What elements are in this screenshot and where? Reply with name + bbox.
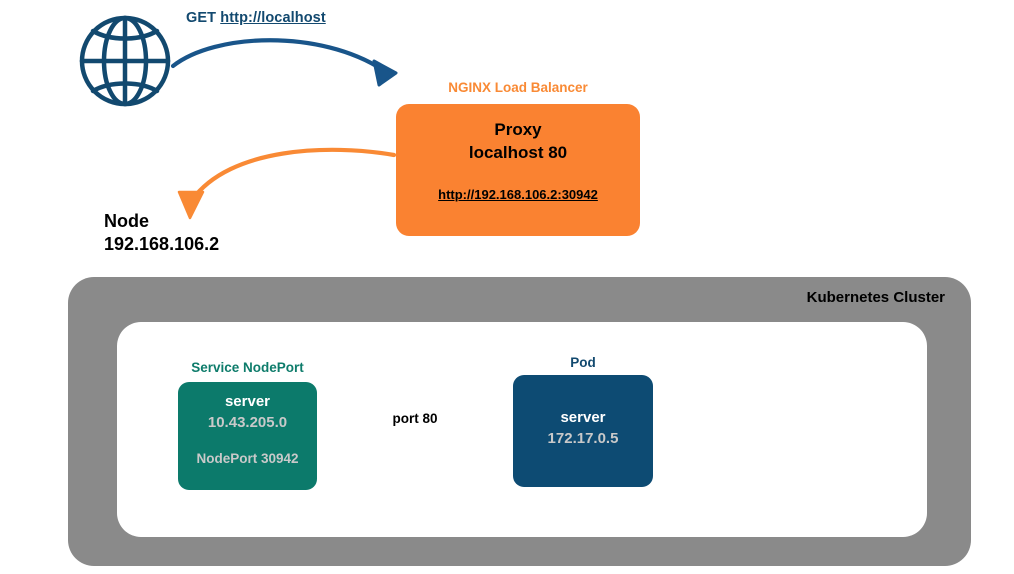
nginx-upstream-url: http://192.168.106.2:30942 [438, 187, 598, 202]
service-nodeport-box: server 10.43.205.0 NodePort 30942 [178, 382, 317, 490]
service-ip: 10.43.205.0 [207, 414, 288, 431]
nginx-binding: localhost 80 [468, 143, 568, 162]
request-method: GET [186, 10, 217, 26]
nginx-box-content: Proxy localhost 80 http://192.168.106.2:… [396, 118, 640, 202]
pod-box-content: server 172.17.0.5 [513, 408, 653, 449]
port-label: port 80 [392, 411, 438, 426]
request-label: GET http://localhost [186, 10, 326, 26]
nginx-proxy-box: Proxy localhost 80 http://192.168.106.2:… [396, 104, 640, 236]
request-url: http://localhost [220, 10, 326, 26]
service-nodeport: NodePort 30942 [196, 451, 299, 466]
pod-box: server 172.17.0.5 [513, 375, 653, 487]
nginx-label: NGINX Load Balancer [448, 80, 588, 95]
globe-icon [79, 15, 171, 107]
pod-ip: 172.17.0.5 [547, 430, 619, 447]
node-ip: 192.168.106.2 [104, 234, 220, 254]
service-label: Service NodePort [191, 360, 304, 375]
node-label: Node [104, 211, 149, 231]
service-name: server [224, 393, 271, 410]
request-arrow [170, 38, 398, 87]
nginx-title: Proxy [494, 120, 542, 139]
cluster-title: Kubernetes Cluster [806, 289, 945, 306]
pod-name: server [560, 409, 606, 426]
node-label-group: Node 192.168.106.2 [104, 210, 219, 256]
pod-label: Pod [570, 355, 596, 370]
response-arrow [177, 147, 397, 220]
service-box-content: server 10.43.205.0 NodePort 30942 [178, 392, 317, 466]
